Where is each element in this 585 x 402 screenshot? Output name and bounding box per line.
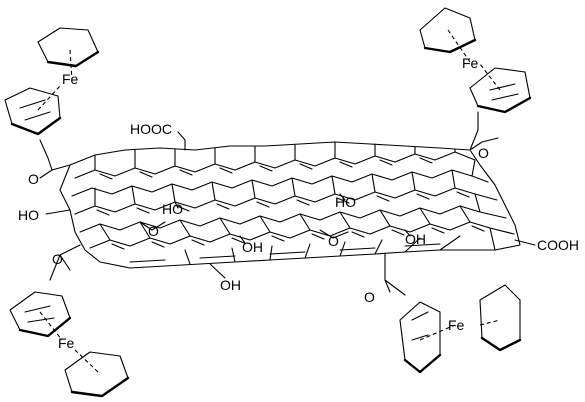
ho-label-right: HO xyxy=(335,194,356,210)
epoxide-o-label-left: O xyxy=(148,223,159,239)
carbonyl-o-label-bottom-left: O xyxy=(52,251,63,267)
graphene-sheet xyxy=(59,141,521,269)
cooh-label-top: HOOC xyxy=(130,121,172,137)
substituent-bonds xyxy=(39,111,536,296)
oh-bottom-bond xyxy=(209,263,226,279)
oh-label-bottom: OH xyxy=(220,277,241,293)
lattice-row-3 xyxy=(74,187,498,215)
carbonyl-o-label-top-right: O xyxy=(478,145,489,161)
lattice-row-4 xyxy=(79,205,507,233)
carbonyl-o-label-bottom-right: O xyxy=(364,289,375,305)
ferrocene-bottom-left xyxy=(9,291,130,398)
cooh-label-right: COOH xyxy=(537,237,579,253)
lattice-row-2 xyxy=(71,169,489,197)
epoxide-left xyxy=(139,221,166,231)
oh-label-center: OH xyxy=(242,239,263,255)
fe-label-top-left: Fe xyxy=(62,71,79,87)
ferrocene-top-left xyxy=(4,27,100,136)
epoxide-o-label-right: O xyxy=(328,233,339,249)
lattice-verticals xyxy=(94,141,496,265)
lattice-double-bonds xyxy=(96,157,485,263)
fe-label-top-right: Fe xyxy=(462,55,479,71)
ho-left-bond xyxy=(45,209,71,215)
cooh-right-bond xyxy=(514,239,536,246)
fe-label-bottom-right: Fe xyxy=(448,317,465,333)
sheet-outline xyxy=(59,141,521,269)
fe-label-bottom-left: Fe xyxy=(58,335,75,351)
carbonyl-o-label-top-left: O xyxy=(28,171,39,187)
lattice-row-5 xyxy=(89,221,515,249)
cooh-top-bond xyxy=(177,131,186,151)
oh-label-right: OH xyxy=(405,231,426,247)
lattice-row-1 xyxy=(74,151,476,179)
epoxide-right xyxy=(319,229,349,239)
ho-label-left: HO xyxy=(18,207,39,223)
ferrocene-bottom-right xyxy=(399,284,522,374)
ho-label-center: HO xyxy=(162,201,183,217)
ferrocene-top-right xyxy=(419,7,532,114)
